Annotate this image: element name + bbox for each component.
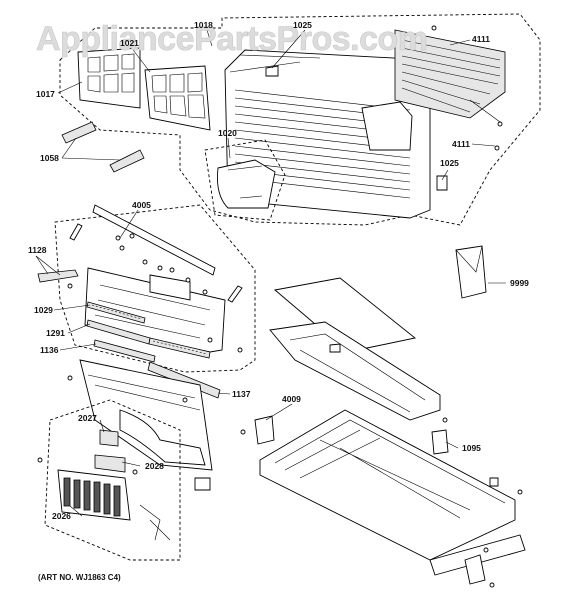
callout-2026: 2026 bbox=[52, 511, 71, 521]
relay-2027 bbox=[99, 429, 119, 447]
watermark: AppliancePartsPros.com bbox=[36, 20, 427, 58]
filter-1017 bbox=[77, 47, 141, 109]
control-board-2026 bbox=[57, 469, 131, 521]
strip-right bbox=[148, 337, 211, 359]
control-board-boundary bbox=[44, 399, 181, 561]
base-pan bbox=[259, 409, 526, 576]
callout-9999: 9999 bbox=[510, 278, 529, 288]
callout-1137: 1137 bbox=[232, 389, 251, 399]
callout-1018: 1018 bbox=[194, 20, 213, 30]
relay-2028 bbox=[94, 454, 126, 473]
callout-4111-top: 4111 bbox=[472, 34, 490, 44]
callout-1017: 1017 bbox=[36, 89, 55, 99]
top-assembly-boundary bbox=[59, 13, 541, 226]
callout-1021: 1021 bbox=[120, 38, 139, 48]
callout-2028: 2028 bbox=[145, 461, 164, 471]
callout-4005: 4005 bbox=[132, 200, 151, 210]
callout-4111-right: 4111 bbox=[452, 139, 470, 149]
bracket-4009 bbox=[254, 415, 275, 445]
clip-1058 bbox=[61, 121, 145, 173]
bracket-1095 bbox=[431, 429, 449, 455]
callout-1020: 1020 bbox=[218, 128, 237, 138]
callout-1029: 1029 bbox=[34, 305, 53, 315]
callout-1025-top: 1025 bbox=[293, 20, 312, 30]
callout-4009: 4009 bbox=[282, 394, 301, 404]
louver-4111 bbox=[394, 29, 506, 119]
screws-row bbox=[115, 233, 243, 353]
callout-1095: 1095 bbox=[462, 443, 481, 453]
callout-1025-right: 1025 bbox=[440, 158, 459, 168]
foot-bracket bbox=[464, 554, 486, 585]
filter-1021 bbox=[144, 65, 211, 131]
strip-1137 bbox=[147, 361, 221, 399]
callout-1128: 1128 bbox=[28, 245, 47, 255]
manual-9999 bbox=[455, 245, 487, 299]
art-number: (ART NO. WJ1863 C4) bbox=[38, 573, 121, 582]
drain-tray bbox=[269, 321, 441, 421]
control-assembly-boundary bbox=[54, 204, 256, 373]
callout-1291: 1291 bbox=[46, 328, 65, 338]
callout-1058: 1058 bbox=[40, 153, 59, 163]
cabinet-front bbox=[224, 49, 431, 219]
bracket-1128 bbox=[37, 269, 79, 283]
callout-2027: 2027 bbox=[78, 413, 97, 423]
lower-panel bbox=[79, 359, 213, 471]
leader-lines bbox=[35, 29, 506, 517]
callout-1136: 1136 bbox=[40, 345, 59, 355]
door-1020 bbox=[204, 139, 286, 221]
